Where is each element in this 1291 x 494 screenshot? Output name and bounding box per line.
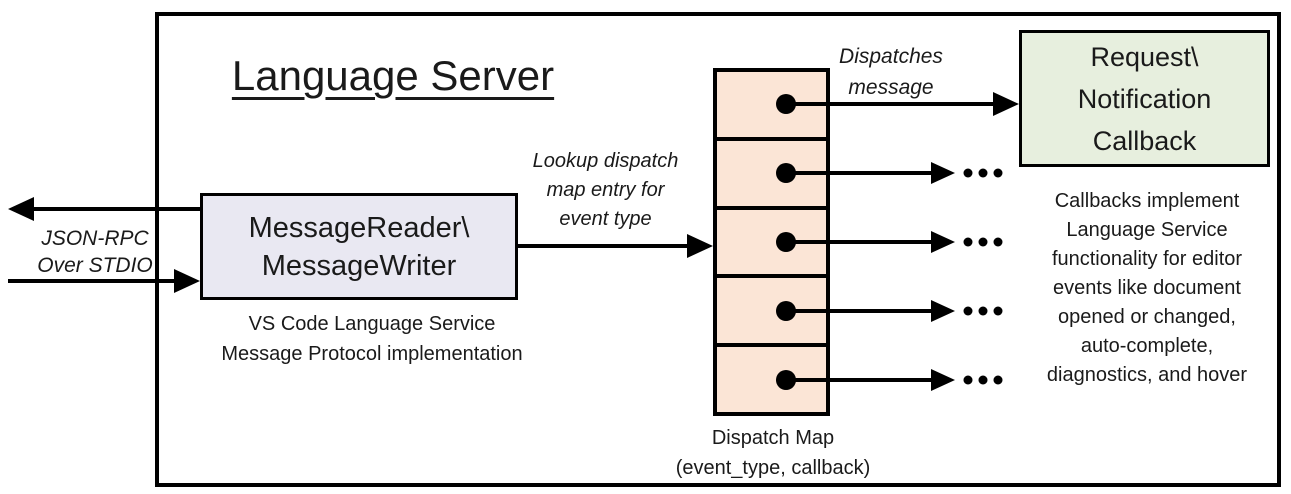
dispatch-map-cell <box>717 72 826 141</box>
language-server-boundary-box <box>155 12 1281 487</box>
dispatch-map-cell <box>717 210 826 279</box>
stdio-transport-label: JSON-RPC Over STDIO <box>37 227 153 277</box>
reader-box-caption: VS Code Language Service Message Protoco… <box>221 313 523 365</box>
request-notification-callback-box: Request\ Notification Callback <box>1019 30 1270 167</box>
lookup-dispatch-label: Lookup dispatch map entry for event type <box>532 150 679 230</box>
dispatch-map-cell <box>717 347 826 412</box>
dispatches-message-label: Dispatches message <box>839 45 943 99</box>
dispatch-map-cell <box>717 278 826 348</box>
callbacks-description-note: Callbacks implement Language Service fun… <box>1046 190 1248 386</box>
dispatch-map-label: Dispatch Map (event_type, callback) <box>675 427 871 479</box>
message-reader-writer-box: MessageReader\ MessageWriter <box>200 193 518 300</box>
dispatch-map-cell <box>717 141 826 210</box>
diagram-title: Language Server <box>231 52 555 99</box>
dispatch-map <box>713 68 830 416</box>
